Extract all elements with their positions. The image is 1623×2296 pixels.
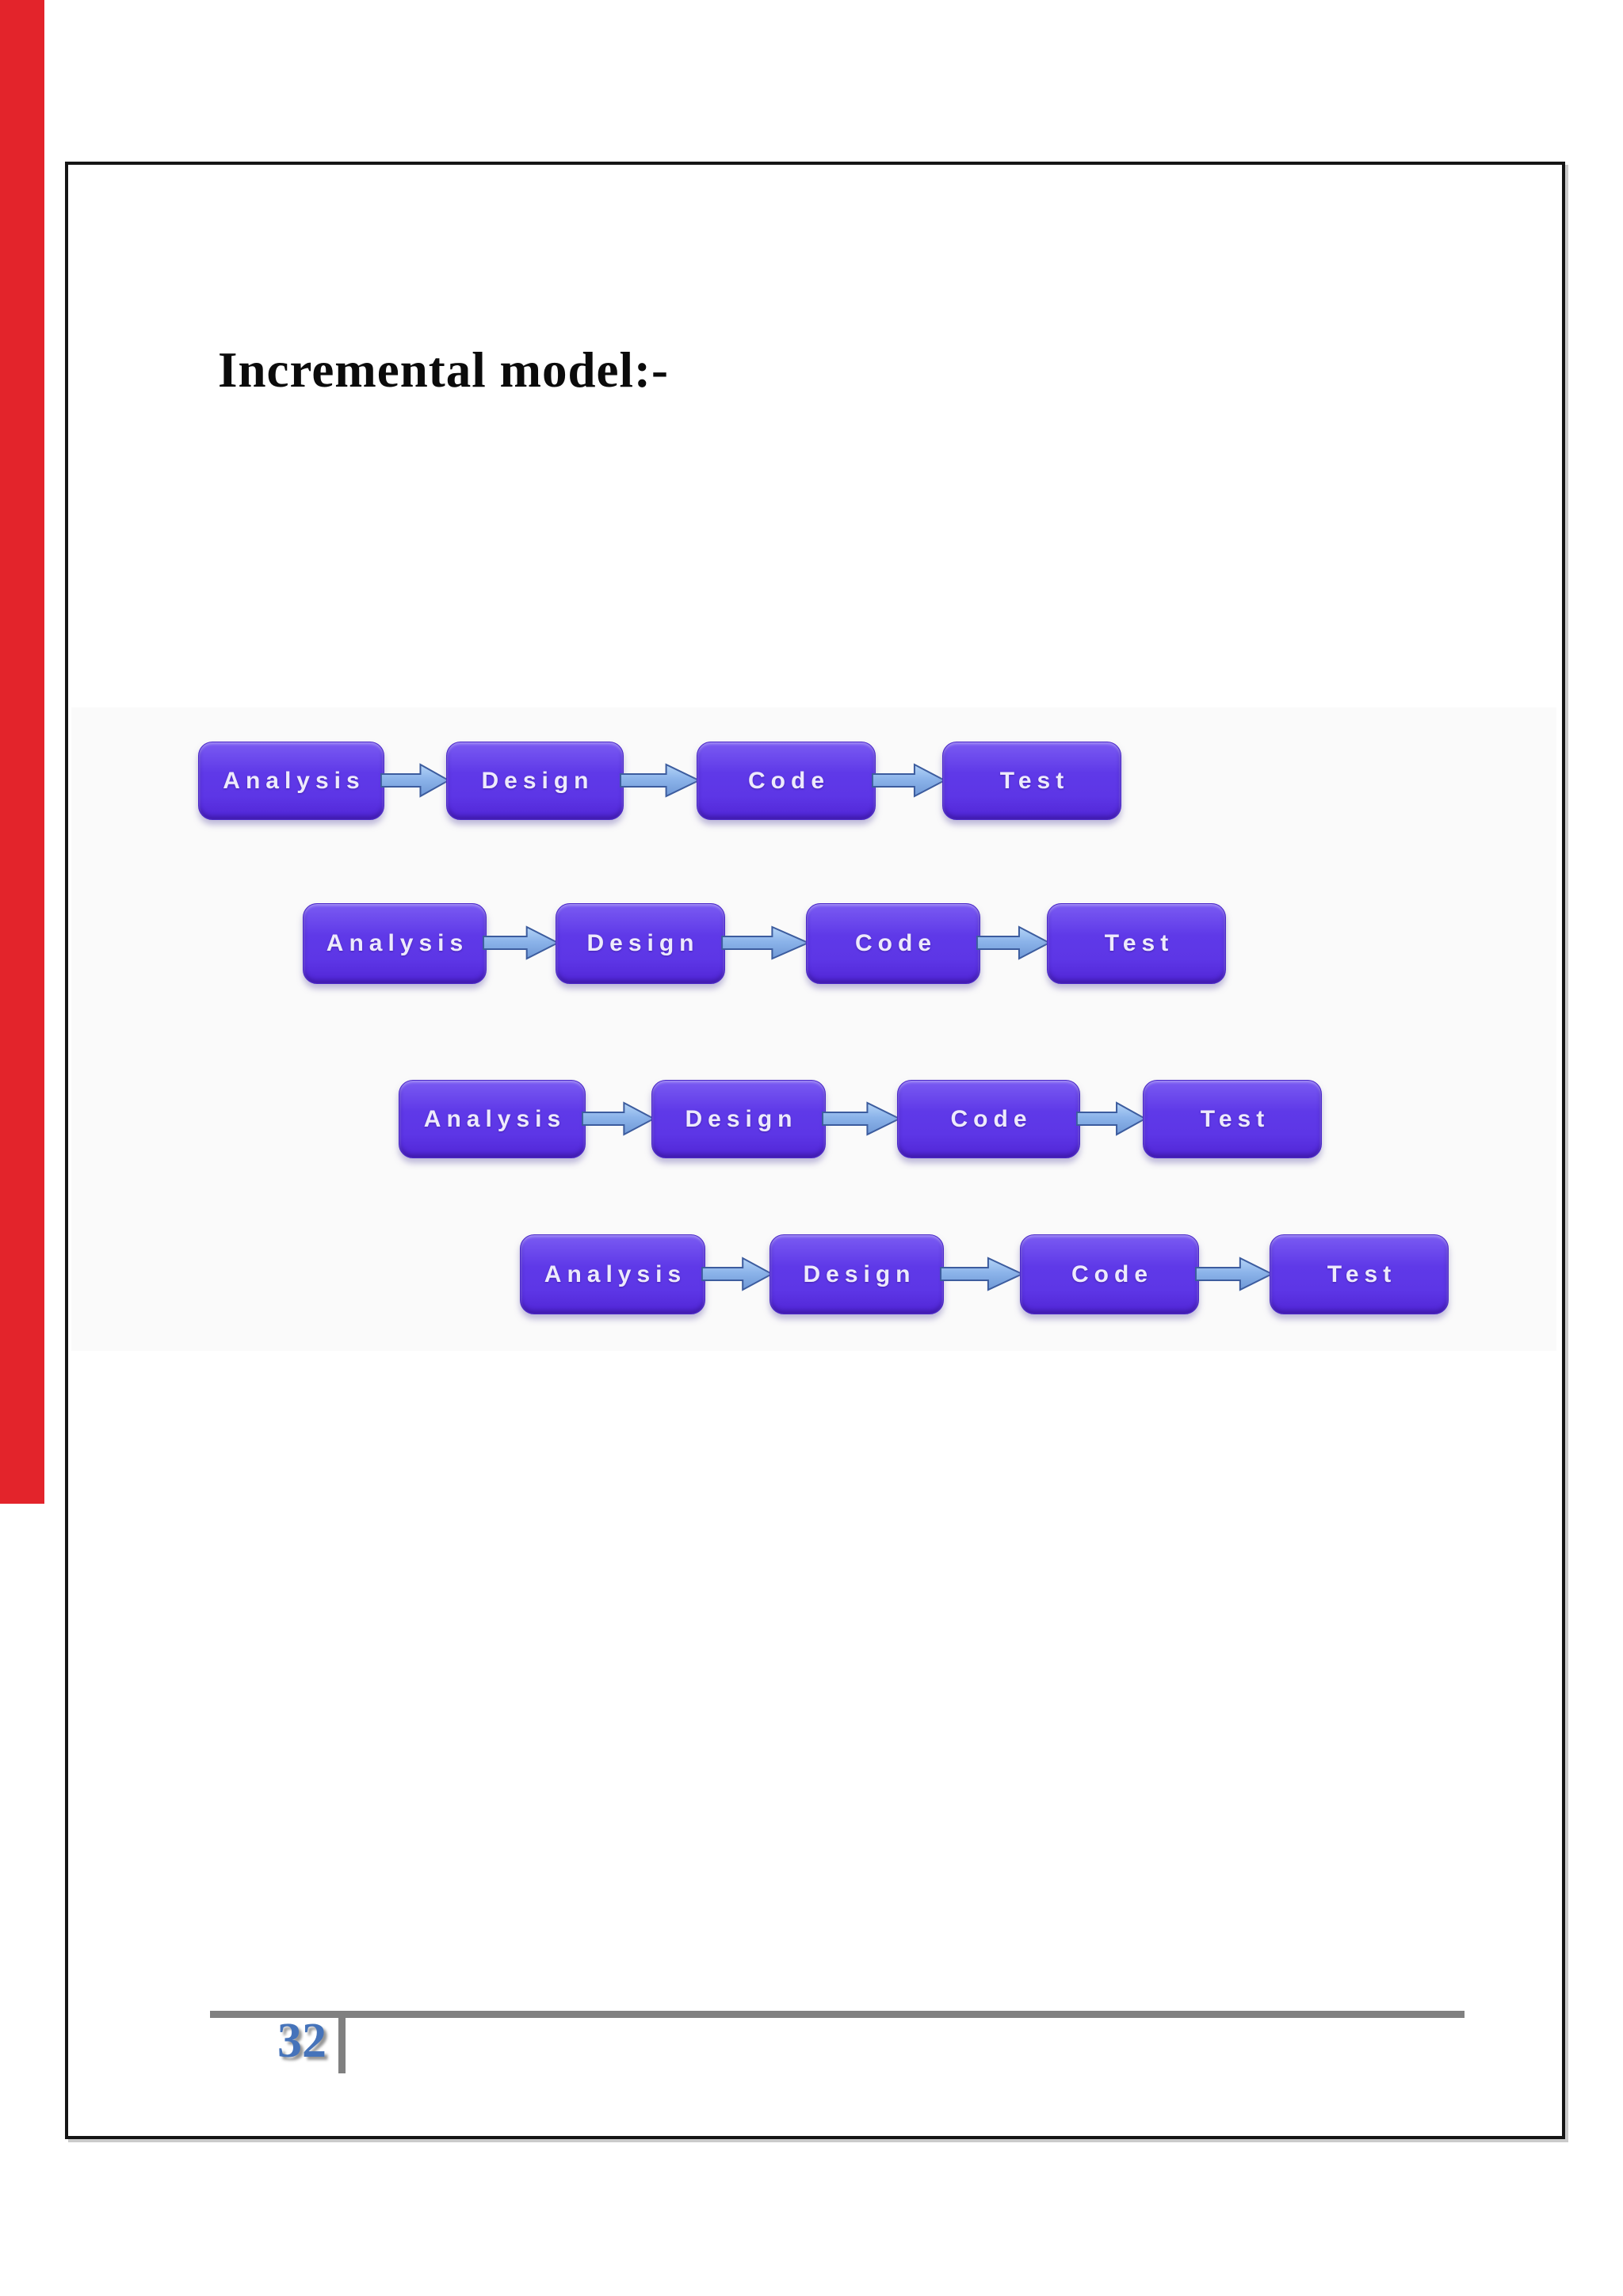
stage-box: Design: [446, 742, 624, 820]
stage-box: Design: [651, 1080, 826, 1158]
stage-box-label: Analysis: [423, 1105, 567, 1132]
stage-box: Analysis: [198, 742, 384, 820]
stage-box-label: Code: [1071, 1261, 1153, 1287]
stage-box: Test: [942, 742, 1121, 820]
stage-box-label: Code: [950, 1105, 1033, 1132]
stage-box-label: Design: [481, 767, 594, 794]
stage-box: Analysis: [399, 1080, 586, 1158]
footer-rule: [210, 2011, 1465, 2018]
red-margin-stripe: [0, 0, 44, 1504]
flow-arrow-icon: [483, 925, 559, 961]
stage-box: Design: [556, 903, 725, 984]
page-title: Incremental model:-: [218, 342, 669, 398]
flow-arrow-icon: [822, 1100, 900, 1137]
stage-box-label: Analysis: [223, 767, 365, 794]
stage-box-label: Test: [1327, 1261, 1397, 1287]
flow-arrow-icon: [976, 925, 1050, 961]
flow-arrow-icon: [1076, 1100, 1146, 1137]
flow-arrow-icon: [582, 1100, 655, 1137]
flow-arrow-icon: [380, 762, 449, 799]
stage-box-label: Code: [748, 767, 830, 794]
stage-box: Code: [897, 1080, 1080, 1158]
flow-arrow-icon: [1195, 1256, 1273, 1292]
stage-box-label: Design: [685, 1105, 798, 1132]
page-number: 32: [277, 2014, 327, 2068]
flow-arrow-icon: [940, 1256, 1023, 1292]
stage-box-label: Test: [1200, 1105, 1270, 1132]
flow-arrow-icon: [872, 762, 945, 799]
stage-box-label: Analysis: [326, 930, 469, 956]
footer-divider-bar: [338, 2011, 346, 2073]
stage-box-label: Design: [586, 930, 700, 956]
stage-box-label: Test: [1104, 930, 1174, 956]
stage-box: Code: [806, 903, 980, 984]
stage-box-label: Test: [999, 767, 1070, 794]
stage-box: Code: [697, 742, 876, 820]
stage-box: Analysis: [520, 1234, 705, 1314]
stage-box: Test: [1047, 903, 1226, 984]
stage-box: Analysis: [303, 903, 487, 984]
stage-box: Test: [1143, 1080, 1322, 1158]
stage-box: Code: [1020, 1234, 1199, 1314]
flow-arrow-icon: [620, 762, 700, 799]
stage-box-label: Design: [803, 1261, 916, 1287]
stage-box-label: Analysis: [544, 1261, 687, 1287]
stage-box: Test: [1270, 1234, 1449, 1314]
flow-arrow-icon: [721, 925, 809, 961]
stage-box: Design: [769, 1234, 944, 1314]
stage-box-label: Code: [855, 930, 937, 956]
flow-arrow-icon: [701, 1256, 773, 1292]
